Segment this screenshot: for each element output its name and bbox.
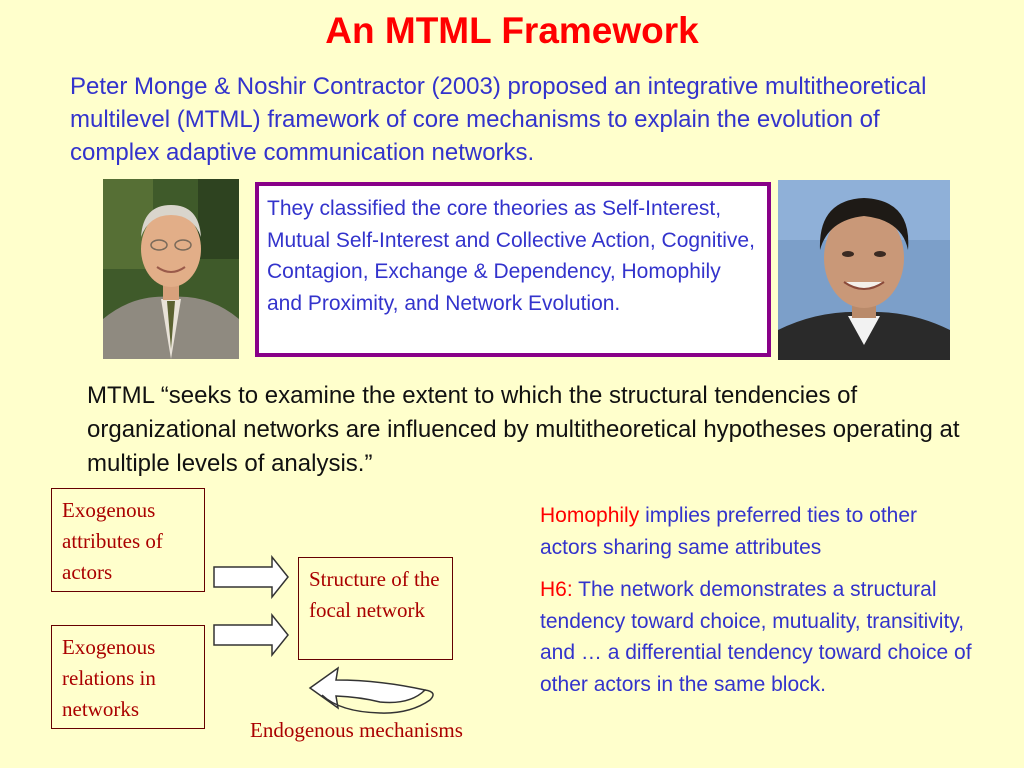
portrait-left (103, 179, 239, 359)
homophily-definition: Homophily implies preferred ties to othe… (540, 500, 970, 563)
slide-title: An MTML Framework (325, 10, 699, 51)
mtml-quote: MTML “seeks to examine the extent to whi… (87, 382, 960, 477)
exogenous-relations-box: Exogenous relations in networks (51, 625, 205, 729)
network-structure-box: Structure of the focal network (298, 557, 453, 660)
endogenous-mechanisms-label: Endogenous mechanisms (250, 718, 463, 742)
exogenous-attributes-box: Exogenous attributes of actors (51, 488, 205, 592)
theories-box: They classified the core theories as Sel… (255, 182, 771, 357)
portrait-right (778, 180, 950, 360)
arrow-attrs-to-structure (213, 554, 289, 600)
endogenous-cycle-arrow (308, 666, 427, 710)
intro-paragraph: Peter Monge & Noshir Contractor (2003) p… (70, 73, 927, 166)
homophily-text: implies preferred ties to other actors s… (540, 504, 918, 559)
h6-label: H6: (540, 578, 573, 601)
hypothesis-h6: H6: The network demonstrates a structura… (540, 574, 980, 700)
h6-text: The network demonstrates a structural te… (540, 578, 972, 696)
homophily-term: Homophily (540, 504, 640, 527)
arrow-relations-to-structure (213, 612, 289, 658)
